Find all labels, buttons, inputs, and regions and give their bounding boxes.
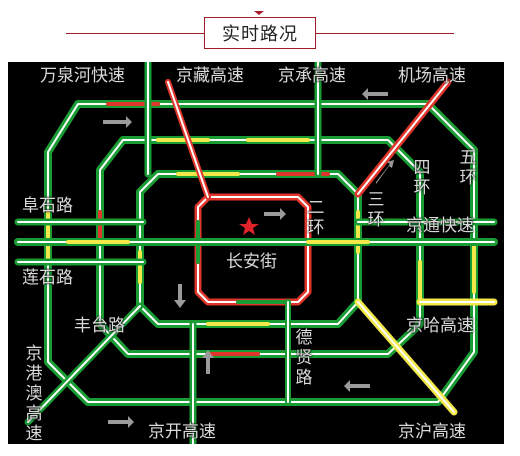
- label-airport: 机场高速: [398, 66, 466, 86]
- label-dexianlu: 德贤路: [295, 328, 313, 388]
- label-fushilu: 阜石路: [22, 196, 73, 216]
- star-icon: [239, 217, 259, 235]
- label-jingtong: 京通快速: [406, 216, 474, 236]
- road-network: [14, 62, 498, 444]
- direction-arrow-icon: [103, 88, 394, 428]
- label-third-ring: 三环: [367, 190, 385, 230]
- label-second-ring: 二环: [307, 198, 325, 238]
- label-fengtailu: 丰台路: [74, 316, 125, 336]
- label-changanjie: 长安街: [226, 252, 277, 272]
- label-jinggangao: 京港澳高速: [25, 344, 43, 444]
- label-fourth-ring: 四环: [413, 158, 431, 198]
- page-title: 实时路况: [204, 17, 316, 49]
- label-jingcheng: 京承高速: [278, 66, 346, 86]
- label-jingkai: 京开高速: [148, 422, 216, 442]
- label-wanquanhe: 万泉河快速: [40, 66, 125, 86]
- label-lianshilu: 莲石路: [22, 268, 73, 288]
- divider-right: [316, 33, 454, 34]
- third-ring-road: [136, 170, 362, 328]
- label-jinghu: 京沪高速: [398, 422, 466, 442]
- label-jingha: 京哈高速: [406, 316, 474, 336]
- header: 实时路况: [0, 0, 520, 62]
- traffic-map[interactable]: 万泉河快速 京藏高速 京承高速 机场高速 阜石路 莲石路 丰台路 长安街 京通快…: [8, 62, 504, 444]
- header-pointer: [254, 0, 264, 15]
- label-jingzang: 京藏高速: [176, 66, 244, 86]
- second-ring-road: [194, 193, 312, 306]
- label-fifth-ring: 五环: [459, 148, 477, 188]
- divider-left: [66, 33, 204, 34]
